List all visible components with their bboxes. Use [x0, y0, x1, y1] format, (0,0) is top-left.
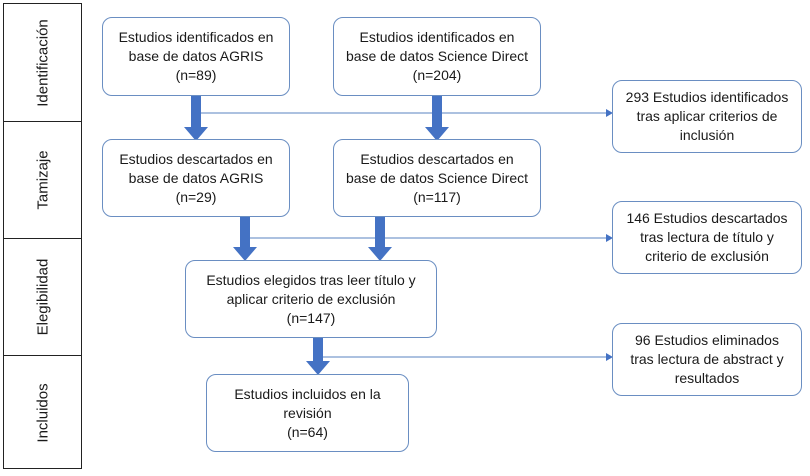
box-text: resultados — [674, 370, 740, 386]
box-text: aplicar criterio de exclusión — [226, 290, 396, 307]
box-descartados-science-direct: Estudios descartados en base de datos Sc… — [333, 139, 541, 217]
box-text: (n=147) — [286, 309, 336, 326]
down-arrow — [368, 217, 392, 261]
box-146-descartados: 146 Estudios descartados tras lectura de… — [612, 201, 802, 274]
box-text: (n=204) — [412, 67, 462, 83]
phase-column: Identificación Tamizaje Elegibilidad Inc… — [3, 3, 82, 469]
connector-arrowhead — [606, 234, 613, 242]
box-text: revisión — [283, 404, 332, 421]
box-descartados-agris: Estudios descartados en base de datos AG… — [102, 139, 290, 217]
connector-arrowhead — [606, 109, 613, 117]
box-text: Estudios descartados en — [360, 150, 514, 167]
down-arrow — [233, 217, 257, 261]
box-text: tras lectura de abstract y — [630, 351, 784, 367]
box-text: Estudios descartados en — [119, 150, 273, 167]
phase-tamizaje: Tamizaje — [4, 122, 81, 239]
box-96-eliminados: 96 Estudios eliminados tras lectura de a… — [612, 323, 802, 396]
phase-elegibilidad: Elegibilidad — [4, 239, 81, 356]
box-text: (n=64) — [287, 423, 328, 440]
down-arrow — [306, 337, 330, 375]
box-text: (n=29) — [175, 188, 217, 205]
connector-arrowhead — [606, 353, 613, 361]
box-text: criterio de exclusión — [645, 248, 769, 264]
box-text: Estudios identificados en — [118, 29, 274, 45]
box-text: base de datos AGRIS — [128, 169, 264, 186]
box-text: (n=117) — [413, 188, 461, 205]
box-text: tras lectura de título y — [640, 229, 774, 245]
box-text: tras aplicar criterios de — [636, 108, 778, 124]
box-text: (n=89) — [175, 67, 217, 83]
box-text: base de datos Science Direct — [345, 169, 529, 186]
box-text: Estudios incluidos en la — [234, 385, 381, 402]
box-text: 293 Estudios identificados — [625, 89, 789, 105]
box-text: inclusión — [679, 127, 735, 143]
box-text: base de datos Science Direct — [345, 48, 529, 64]
box-text: 96 Estudios eliminados — [635, 332, 779, 348]
down-arrow — [184, 95, 208, 141]
box-text: Estudios identificados en — [359, 29, 515, 45]
box-293-identificados: 293 Estudios identificados tras aplicar … — [612, 80, 802, 153]
box-identificados-science-direct: Estudios identificados en base de datos … — [333, 17, 541, 96]
box-text: base de datos AGRIS — [128, 48, 264, 64]
down-arrow — [425, 95, 449, 141]
box-text: 146 Estudios descartados — [626, 210, 788, 226]
phase-identificacion: Identificación — [4, 4, 81, 122]
box-incluidos: Estudios incluidos en la revisión (n=64) — [206, 374, 409, 452]
box-identificados-agris: Estudios identificados en base de datos … — [102, 17, 290, 96]
box-elegidos: Estudios elegidos tras leer título y apl… — [185, 260, 437, 338]
box-text: Estudios elegidos tras leer título y — [206, 271, 416, 288]
